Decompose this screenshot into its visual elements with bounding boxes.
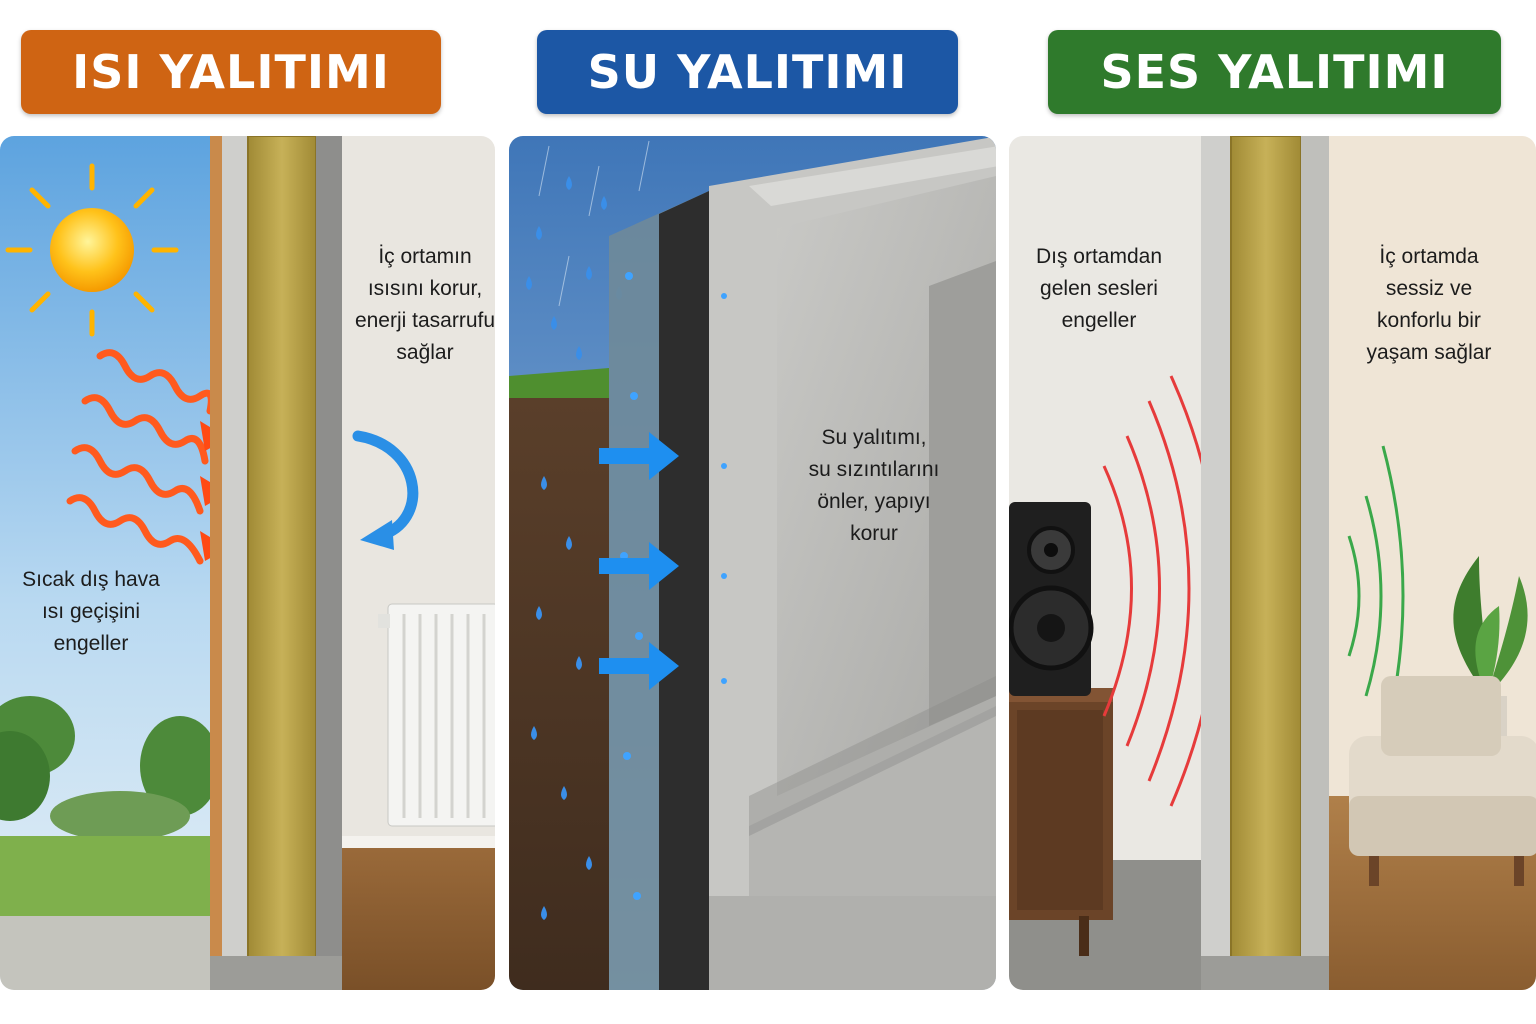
water-caption: Su yalıtımı, su sızıntılarını önler, yap…: [808, 426, 940, 545]
insulation-layer: [1231, 136, 1301, 990]
water-insulation-illustration: [509, 136, 996, 990]
water-blocked-arrows-icon: [599, 432, 679, 690]
heat-retention-arrow-icon: [352, 430, 419, 550]
heat-wave-arrows: [66, 349, 215, 565]
rain-drops-icon: [526, 176, 622, 920]
sound-outside-caption: Dış ortamdan gelen sesleri engeller: [1035, 245, 1163, 332]
soil-layer: [509, 398, 609, 990]
sound-insulation-panel: Dış ortamdan gelen sesleri engeller İç o…: [1009, 136, 1536, 990]
wall-plaster-outer: [222, 136, 248, 990]
heat-insulation-title: ISI YALITIMI: [21, 30, 441, 114]
speaker-icon: [1009, 502, 1094, 696]
room-floor: [749, 706, 996, 896]
grass: [0, 836, 212, 916]
interior-floor: [342, 846, 495, 990]
trees: [0, 696, 220, 841]
grass: [509, 368, 609, 406]
patio: [0, 916, 212, 990]
sound-insulation-title: SES YALITIMI: [1048, 30, 1501, 114]
wall-plaster-outer: [1201, 136, 1231, 990]
heat-insulation-panel: İç ortamın ısısını korur, enerji tasarru…: [0, 136, 495, 990]
heat-outside-caption: Sıcak dış hava ısı geçişini engeller: [22, 568, 160, 655]
heat-inside-caption: İç ortamın ısısını korur, enerji tasarru…: [354, 245, 495, 364]
sun-icon: [5, 163, 179, 337]
heat-insulation-illustration: [0, 136, 495, 990]
insulation-layer: [248, 136, 316, 990]
water-insulation-panel: Su yalıtımı, su sızıntılarını önler, yap…: [509, 136, 996, 990]
wall-plaster-inner: [1301, 136, 1329, 990]
sound-inside-caption: İç ortamda sessiz ve konforlu bir yaşam …: [1366, 245, 1492, 364]
sound-insulation-illustration: [1009, 136, 1536, 990]
wall-plaster-inner: [316, 136, 342, 990]
room-right-wall: [929, 261, 996, 726]
sofa-icon: [1349, 676, 1536, 886]
water-insulation-title: SU YALITIMI: [537, 30, 958, 114]
radiator: [378, 603, 495, 827]
wall-exterior-layer: [210, 136, 224, 990]
wooden-cabinet: [1009, 688, 1113, 956]
